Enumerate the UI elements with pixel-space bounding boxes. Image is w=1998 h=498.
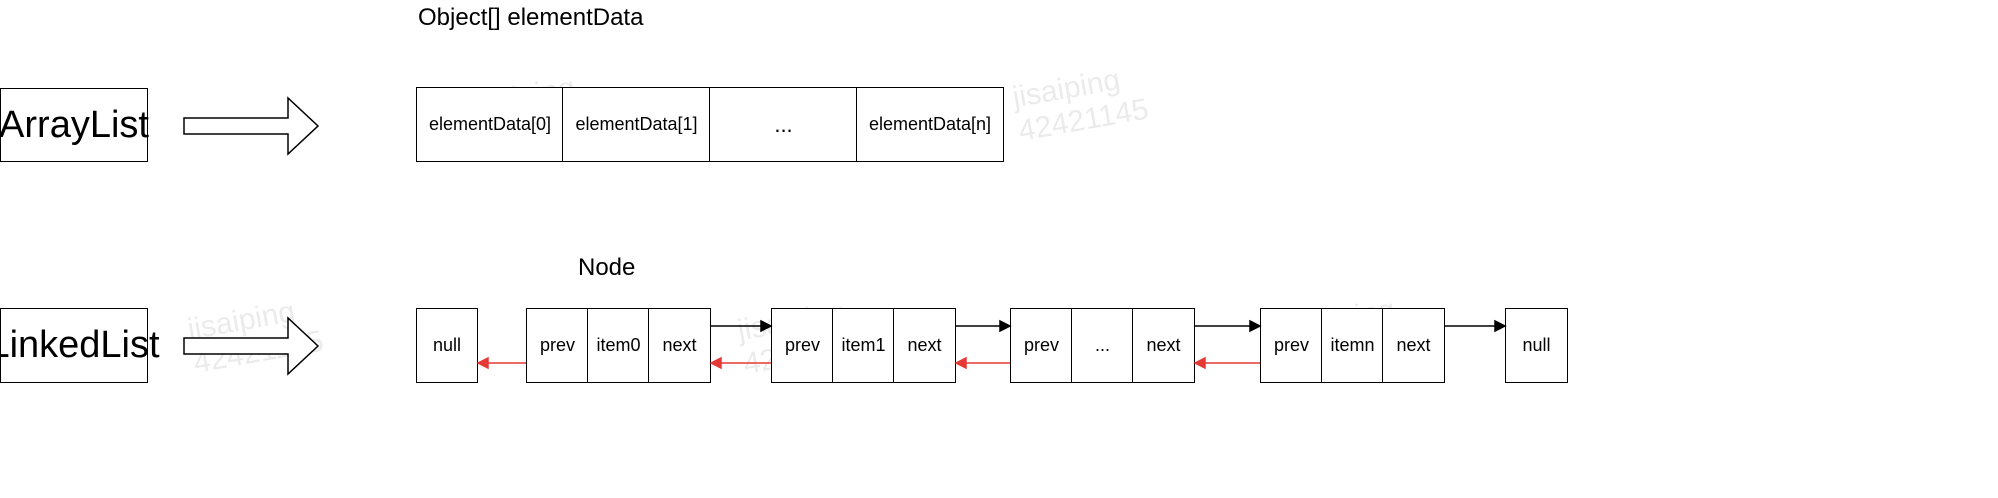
- prev-arrowhead-2: [954, 356, 967, 370]
- next-label: next: [1146, 335, 1181, 355]
- array-cell-label: elementData[1]: [575, 114, 698, 134]
- prev-label: prev: [1273, 335, 1309, 355]
- arraylist-block-arrow: [183, 96, 320, 156]
- arraylist-box: ArrayList: [0, 88, 149, 162]
- prev-label: prev: [1023, 335, 1059, 355]
- next-label: next: [662, 335, 697, 355]
- next-arrowhead-3: [1494, 319, 1507, 333]
- arraylist-caption: Object[] elementData: [418, 4, 644, 31]
- tail-null-cell: null: [1505, 308, 1568, 383]
- null-label: null: [432, 335, 462, 355]
- null-label: null: [1522, 335, 1551, 355]
- prev-label: prev: [784, 335, 820, 355]
- array-cell-label: elementData[0]: [428, 114, 552, 134]
- node2-next-cell: next: [1132, 308, 1195, 383]
- noden-item-cell: itemn: [1321, 308, 1384, 383]
- array-cell-ellipsis: ...: [709, 87, 858, 162]
- array-cell-label: elementData[n]: [868, 114, 992, 134]
- item-label: itemn: [1330, 335, 1375, 355]
- item-label: ...: [1094, 335, 1110, 355]
- item-label: item0: [596, 335, 641, 355]
- noden-next-cell: next: [1382, 308, 1445, 383]
- node-caption: Node: [578, 254, 636, 281]
- node2-prev-cell: prev: [1010, 308, 1073, 383]
- array-cell-label: ...: [774, 111, 793, 137]
- next-arrowhead-1: [999, 319, 1012, 333]
- node1-item-cell: item1: [832, 308, 895, 383]
- linkedlist-block-arrow: [183, 316, 320, 376]
- head-null-cell: null: [416, 308, 478, 383]
- next-arrowhead-2: [1249, 319, 1262, 333]
- item-label: item1: [841, 335, 886, 355]
- node0-next-cell: next: [648, 308, 711, 383]
- next-label: next: [1396, 335, 1431, 355]
- noden-prev-cell: prev: [1260, 308, 1323, 383]
- next-label: next: [907, 335, 942, 355]
- prev-label: prev: [539, 335, 575, 355]
- array-cell-n: elementData[n]: [856, 87, 1004, 162]
- node1-next-cell: next: [893, 308, 956, 383]
- prev-arrowhead-1: [709, 356, 722, 370]
- node2-item-cell: ...: [1071, 308, 1134, 383]
- array-cell-1: elementData[1]: [562, 87, 711, 162]
- prev-arrowhead-3: [1193, 356, 1206, 370]
- linkedlist-box: LinkedList: [0, 308, 160, 383]
- arraylist-label: ArrayList: [0, 103, 149, 146]
- prev-arrowhead-0: [476, 356, 489, 370]
- node1-prev-cell: prev: [771, 308, 834, 383]
- linkedlist-label: LinkedList: [0, 324, 160, 366]
- next-arrowhead-0: [760, 319, 773, 333]
- node0-prev-cell: prev: [526, 308, 589, 383]
